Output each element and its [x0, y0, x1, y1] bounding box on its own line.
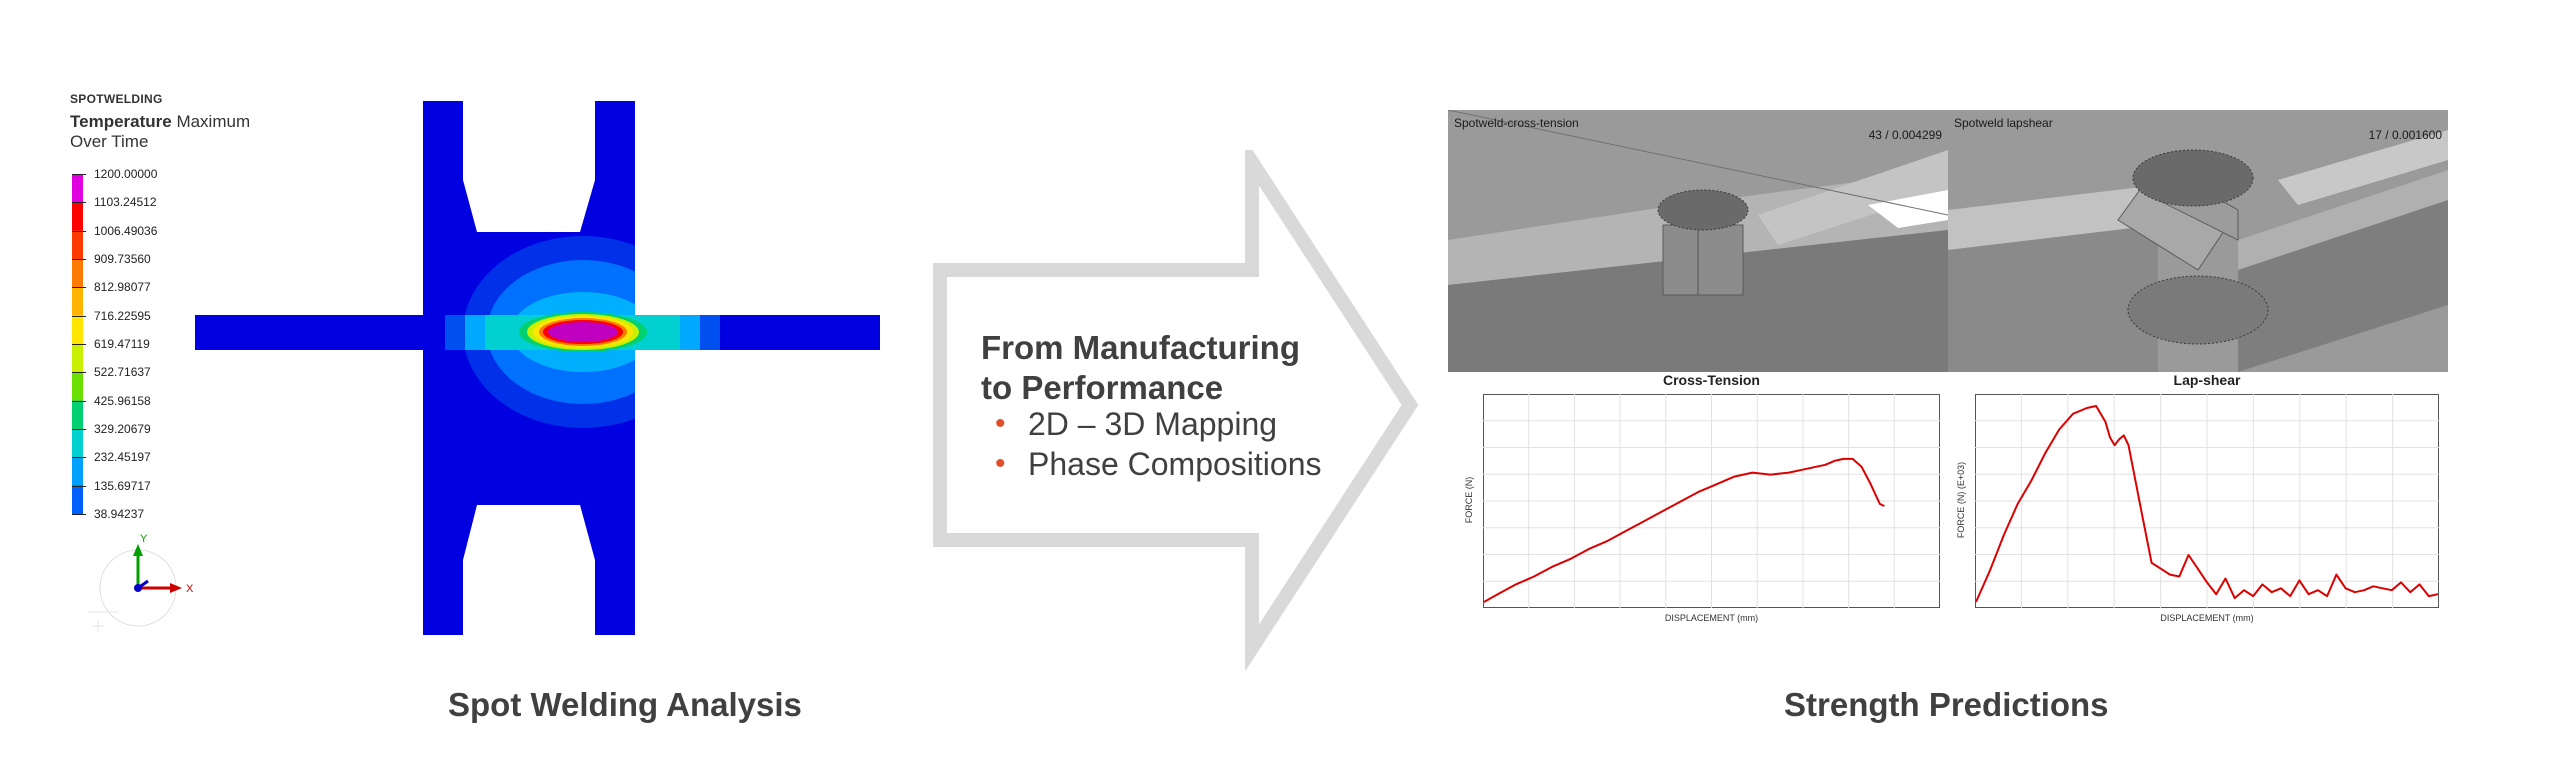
lap-shear-render [1948, 110, 2448, 372]
triad-y-label: Y [140, 533, 148, 545]
cross-tension-ylabel: FORCE (N) [1464, 476, 1474, 524]
legend-value: 522.71637 [94, 365, 151, 380]
legend-title-bold: Temperature [70, 112, 172, 131]
caption-strength-predictions: Strength Predictions [1784, 686, 2109, 723]
series-line [1483, 457, 1885, 603]
legend-tick [72, 315, 86, 317]
legend-tick [72, 230, 86, 232]
legend-tick [72, 400, 86, 402]
legend-tick [72, 514, 86, 515]
legend-tick [72, 202, 86, 204]
arrow-bullet-list: 2D – 3D Mapping Phase Compositions [985, 404, 1365, 484]
legend-value: 1200.00000 [94, 167, 158, 181]
sim-cross-tension-panel: Spotweld-cross-tension 43 / 0.004299 [1448, 110, 1948, 372]
legend-value: 909.73560 [94, 252, 151, 266]
arrow-title: From Manufacturing to Performance [981, 328, 1321, 408]
arrow-title-line2: to Performance [981, 369, 1224, 406]
legend-value: 716.22595 [94, 308, 151, 323]
temperature-legend: SPOTWELDING Temperature Maximum Over Tim… [70, 92, 270, 521]
legend-value: 1006.49036 [94, 223, 158, 238]
lap-shear-step-label: 17 / 0.001600 [2368, 128, 2442, 142]
lap-shear-sim-label: Spotweld lapshear [1954, 116, 2053, 130]
legend-tick [72, 457, 86, 459]
legend-value: 425.96158 [94, 393, 151, 408]
bullet-phase-compositions: Phase Compositions [985, 444, 1365, 484]
cross-tension-sim-label: Spotweld-cross-tension [1454, 116, 1579, 130]
legend-tick [72, 372, 86, 374]
cross-tension-xlabel: DISPLACEMENT (mm) [1664, 613, 1759, 623]
cross-tension-render [1448, 110, 1948, 372]
legend-value: 232.45197 [94, 450, 151, 465]
legend-value: 329.20679 [94, 422, 151, 436]
legend-tick [72, 287, 86, 289]
legend-tick [72, 485, 86, 487]
series-line [1975, 405, 2439, 603]
caption-spot-welding-analysis: Spot Welding Analysis [448, 686, 802, 723]
legend-tick [72, 429, 86, 430]
lap-shear-chart-title: Lap-shear [2173, 372, 2241, 388]
lap-shear-ylabel: FORCE (N) (E+03) [1956, 461, 1966, 539]
legend-title: Temperature Maximum Over Time [70, 112, 270, 152]
triad-x-label: X [186, 583, 194, 595]
arrow-title-line1: From Manufacturing [981, 329, 1300, 366]
legend-value: 812.98077 [94, 280, 151, 295]
legend-value: 619.47119 [94, 337, 150, 351]
legend-tick [72, 174, 86, 175]
cross-tension-chart [1483, 394, 1940, 608]
lap-shear-xlabel: DISPLACEMENT (mm) [2160, 613, 2254, 623]
legend-tick [72, 344, 86, 345]
spot-weld-temperature-plot [195, 101, 880, 635]
axis-triad-icon: Y X [88, 533, 194, 632]
sim-lap-shear-panel: Spotweld lapshear 17 / 0.001600 [1948, 110, 2448, 372]
legend-tick [72, 259, 86, 260]
legend-value: 1103.24512 [94, 195, 157, 210]
bullet-2d-3d-mapping: 2D – 3D Mapping [985, 404, 1365, 444]
lap-shear-chart [1975, 394, 2439, 608]
legend-brand: SPOTWELDING [70, 92, 163, 106]
cross-tension-chart-title: Cross-Tension [1663, 372, 1760, 388]
legend-title-rest: Maximum Over Time [70, 112, 251, 151]
legend-value: 135.69717 [94, 478, 151, 493]
legend-value: 38.94237 [94, 507, 145, 521]
cross-tension-step-label: 43 / 0.004299 [1868, 128, 1942, 142]
